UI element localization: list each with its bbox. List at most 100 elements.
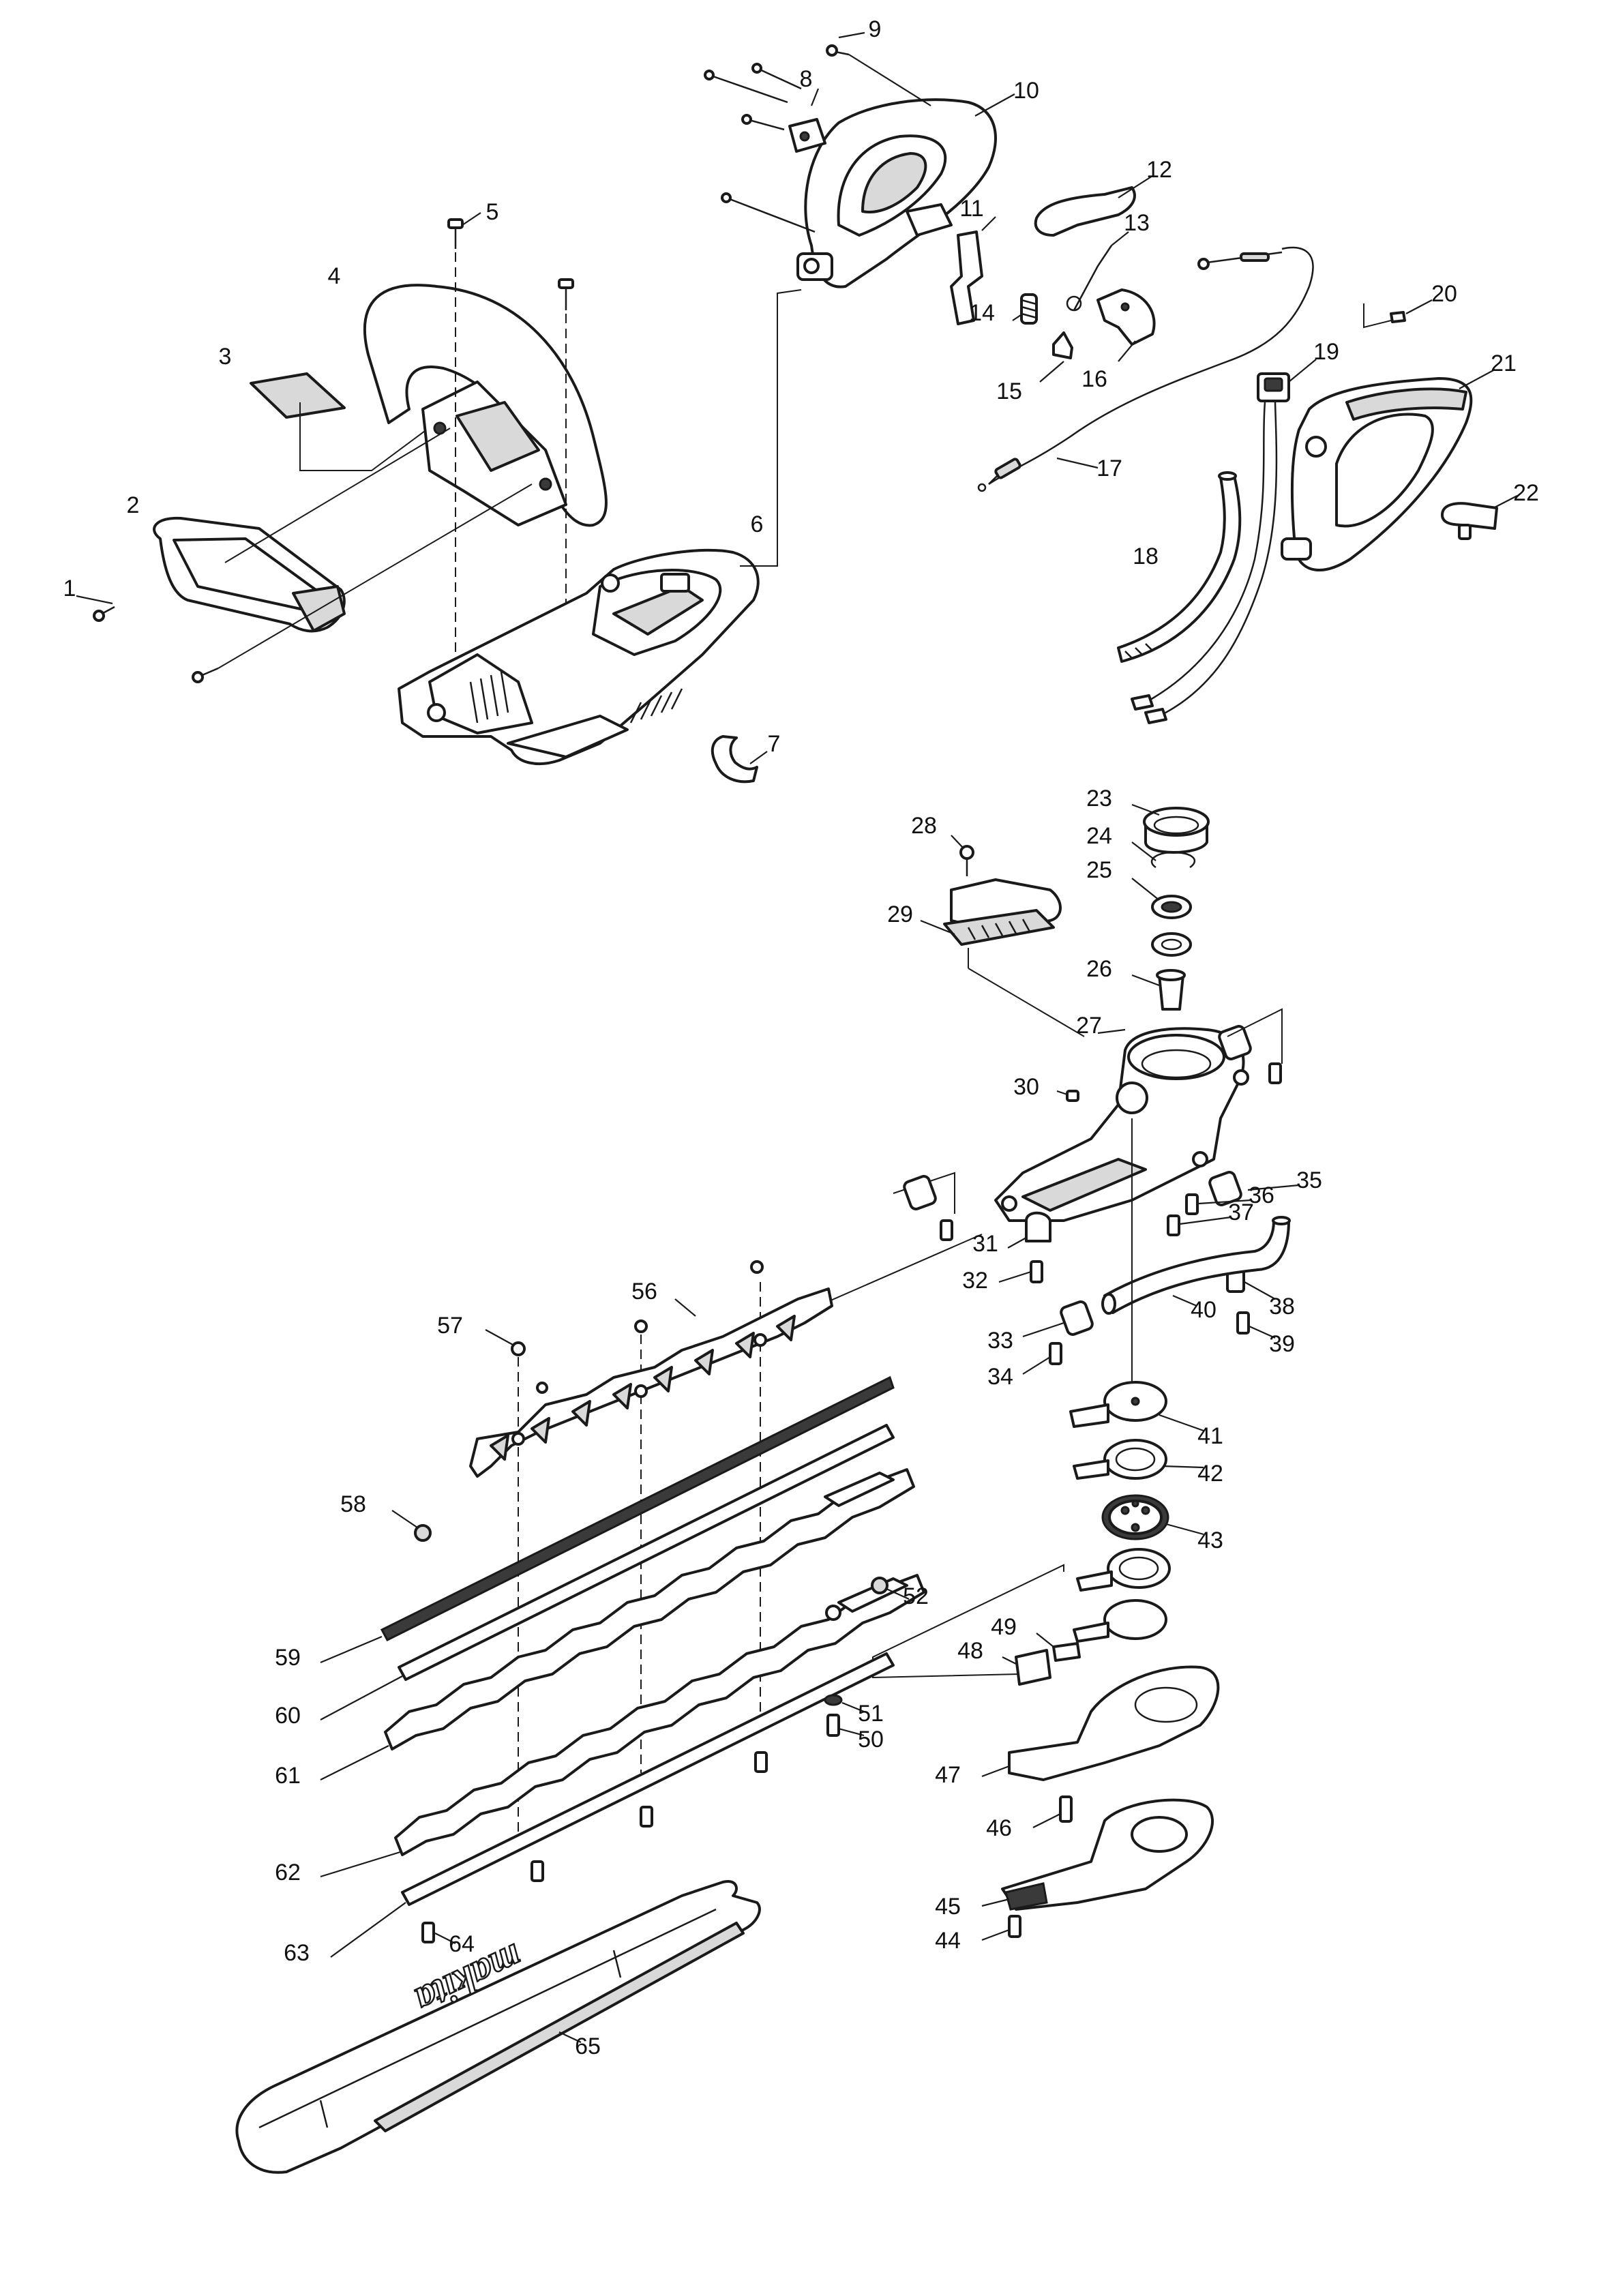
part-40-pipe <box>1101 1216 1291 1315</box>
part-63-bottom-plate <box>330 1652 895 1958</box>
part-61-upper-blade <box>320 1468 915 1780</box>
callout-41: 41 <box>1197 1423 1223 1449</box>
callout-63: 63 <box>284 1940 310 1966</box>
part-25-bearing <box>1131 878 1192 957</box>
part-20-small-part <box>1363 299 1433 329</box>
callout-9: 9 <box>869 16 882 42</box>
part-10-handle-housing <box>788 98 997 288</box>
callout-3: 3 <box>219 344 232 370</box>
part-51-washer <box>824 1694 865 1713</box>
part-34-bolt <box>1022 1342 1062 1375</box>
callout-62: 62 <box>275 1860 301 1885</box>
callout-64: 64 <box>449 1931 475 1957</box>
callout-49: 49 <box>991 1614 1017 1640</box>
callout-25: 25 <box>1086 857 1112 883</box>
part-31-clamp <box>1007 1211 1051 1249</box>
callout-60: 60 <box>275 1703 301 1729</box>
part-2-hand-guard <box>153 516 346 633</box>
part-28-screw <box>951 835 974 876</box>
callout-45: 45 <box>935 1894 961 1920</box>
callout-19: 19 <box>1313 339 1339 365</box>
callout-8: 8 <box>800 66 813 92</box>
part-5-screw-2 <box>558 278 574 310</box>
part-48-block <box>1002 1649 1051 1686</box>
callout-2: 2 <box>127 492 140 518</box>
part-23-clutch-drum <box>1131 803 1210 854</box>
part-1-screw <box>76 595 115 622</box>
callout-30: 30 <box>1013 1074 1039 1100</box>
part-22-knob <box>1441 495 1518 540</box>
part-10-screws <box>704 44 850 233</box>
callout-5: 5 <box>486 199 499 225</box>
callout-13: 13 <box>1124 210 1150 236</box>
callout-4: 4 <box>328 263 341 289</box>
part-21-rear-handle <box>1281 369 1495 571</box>
callout-17: 17 <box>1096 456 1122 481</box>
part-14-compression-spring <box>1012 293 1038 325</box>
callout-15: 15 <box>996 378 1022 404</box>
part-56-blade-guard <box>469 1287 833 1478</box>
part-65-blade-cover: makita <box>235 1880 761 2174</box>
callout-23: 23 <box>1086 786 1112 811</box>
callout-7: 7 <box>768 731 781 757</box>
part-11-lock-lever <box>950 216 996 325</box>
callout-47: 47 <box>935 1762 961 1788</box>
part-43-gear <box>1101 1494 1204 1540</box>
callout-10: 10 <box>1013 78 1039 104</box>
part-58-nut <box>391 1510 432 1542</box>
callout-65: 65 <box>575 2033 601 2059</box>
part-39-bolt <box>1236 1311 1276 1339</box>
part-42-washer <box>1073 1439 1204 1480</box>
callout-36: 36 <box>1249 1182 1274 1208</box>
callout-59: 59 <box>275 1645 301 1671</box>
callout-24: 24 <box>1086 823 1112 849</box>
part-35-bumper <box>1208 1025 1300 1206</box>
callout-22: 22 <box>1513 480 1539 506</box>
part-45-lower-housing <box>981 1798 1214 1911</box>
part-59-bar <box>320 1375 895 1664</box>
callout-38: 38 <box>1269 1294 1295 1320</box>
callout-32: 32 <box>962 1268 988 1294</box>
callout-46: 46 <box>986 1815 1012 1841</box>
part-52-spacer <box>825 1577 910 1621</box>
part-44-bolt <box>981 1915 1021 1941</box>
part-62-lower-blade <box>320 1574 925 1878</box>
part-4-front-handle <box>363 284 608 527</box>
part-16-throttle-cam <box>1096 288 1156 362</box>
callout-6: 6 <box>751 511 764 537</box>
callout-18: 18 <box>1133 543 1159 569</box>
part-29-cover <box>920 878 1062 946</box>
callout-58: 58 <box>340 1491 366 1517</box>
callout-20: 20 <box>1431 281 1457 307</box>
callout-16: 16 <box>1081 366 1107 392</box>
part-17-throttle-cable <box>977 246 1314 492</box>
part-33-bumper <box>1022 1300 1094 1338</box>
callout-40: 40 <box>1191 1297 1217 1323</box>
callout-27: 27 <box>1076 1013 1102 1039</box>
part-36-37-bolts <box>940 1062 1282 1241</box>
callout-28: 28 <box>911 813 937 839</box>
callout-14: 14 <box>969 300 995 326</box>
part-57-screw <box>485 1329 526 1356</box>
part-32-bolt <box>998 1260 1043 1283</box>
washer-extra <box>1073 1548 1171 1643</box>
part-24-retaining-ring <box>1131 841 1195 869</box>
part-18-tube <box>1117 471 1242 663</box>
callout-44: 44 <box>935 1928 961 1954</box>
part-49-clip <box>1036 1632 1081 1662</box>
callout-52: 52 <box>903 1583 929 1609</box>
part-5-screw <box>447 212 481 249</box>
part-46-bolt <box>1032 1795 1073 1828</box>
callout-56: 56 <box>631 1279 657 1304</box>
part-12-trigger <box>1034 175 1153 237</box>
callout-37: 37 <box>1228 1199 1254 1225</box>
part-3-label <box>250 372 444 471</box>
callout-50: 50 <box>858 1727 884 1753</box>
callout-31: 31 <box>972 1231 998 1257</box>
callout-29: 29 <box>887 901 913 927</box>
callout-51: 51 <box>858 1701 884 1727</box>
callout-43: 43 <box>1197 1527 1223 1553</box>
part-30-screw <box>1056 1090 1079 1102</box>
